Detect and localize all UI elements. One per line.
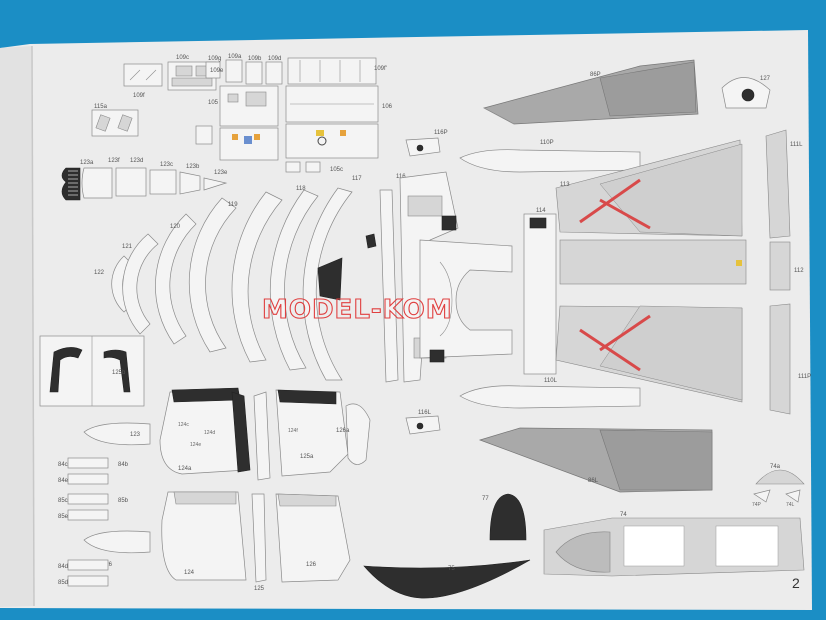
label-85b: 85b — [118, 498, 129, 504]
label-111l: 111L — [790, 142, 803, 148]
booklet-fold — [31, 45, 35, 607]
label-126-frame: 126 — [306, 562, 317, 568]
label-84b: 84b — [118, 462, 129, 468]
label-122: 122 — [94, 270, 105, 276]
label-106: 106 — [382, 104, 393, 110]
label-125: 125 — [254, 586, 265, 592]
label-123: 123 — [130, 432, 141, 438]
label-124f: 124f — [288, 428, 298, 434]
label-110l: 110L — [544, 378, 558, 384]
label-109f: 109f — [133, 93, 145, 99]
label-109f-prime: 109f' — [374, 66, 387, 72]
label-127: 127 — [760, 76, 771, 82]
label-85d: 85d — [58, 580, 68, 586]
label-111p: 111P — [798, 374, 811, 380]
label-124d: 124d — [204, 430, 215, 436]
label-85c: 85c — [58, 498, 68, 504]
label-115a: 115a — [94, 104, 108, 110]
top-left-parts: 109f 109c 109g 109a 109b 109d 109e 109f'… — [91, 54, 393, 173]
page-number: 2 — [792, 575, 800, 591]
label-123e: 123e — [214, 170, 228, 176]
fuselage-ring-parts: 122 121 120 119 118 117 116 — [94, 174, 406, 383]
label-85e: 85e — [58, 514, 69, 520]
label-121: 121 — [122, 244, 133, 250]
label-119: 119 — [228, 202, 238, 208]
label-105c: 105c — [330, 167, 343, 173]
label-84c: 84c — [58, 462, 68, 468]
bottom-parts: 77 75 74 — [363, 493, 805, 599]
label-123f: 123f — [108, 158, 120, 164]
label-113: 113 — [560, 182, 570, 188]
watermark-text: MODEL-KOM — [262, 295, 453, 325]
label-117: 117 — [352, 176, 362, 182]
label-124: 124 — [184, 570, 195, 576]
label-86l: 86L — [588, 478, 599, 484]
label-116: 116 — [396, 174, 406, 180]
label-110p: 110P — [540, 140, 554, 146]
label-84d: 84d — [58, 564, 68, 570]
label-105: 105 — [208, 100, 219, 106]
label-125b: 125b — [112, 370, 126, 376]
label-123c: 123c — [160, 162, 173, 168]
label-116l: 116L — [418, 410, 432, 416]
label-124a: 124a — [178, 466, 192, 472]
wing-parts: 86P 127 116P 110P 113 111L 112 114 — [405, 59, 811, 508]
label-124c: 124c — [178, 422, 189, 428]
nose-parts-123: 123a 123f 123d 123c 123b 123e — [61, 158, 228, 201]
label-74a: 74a — [770, 464, 781, 470]
label-75: 75 — [448, 566, 455, 572]
label-109c: 109c — [176, 55, 189, 61]
label-124e: 124e — [190, 442, 201, 448]
label-116p: 116P — [434, 130, 448, 136]
label-77: 77 — [482, 496, 489, 502]
lower-left-parts: 125b 123 126 84c 84e 85c 85e 84d 85d 84b… — [39, 335, 371, 592]
small-parts-84-85: 84c 84e 85c 85e 84d 85d 84b 85b — [58, 457, 129, 587]
label-74p: 74P — [752, 502, 762, 508]
label-114: 114 — [536, 208, 546, 214]
label-125a: 125a — [300, 454, 314, 460]
label-74: 74 — [620, 512, 627, 518]
label-123a: 123a — [80, 160, 94, 166]
label-112: 112 — [794, 268, 804, 274]
label-109e: 109e — [210, 68, 224, 74]
label-74l: 74L — [786, 502, 795, 508]
label-109a: 109a — [228, 54, 242, 60]
label-123d: 123d — [130, 158, 143, 164]
label-118: 118 — [296, 186, 306, 192]
label-109d: 109d — [268, 56, 281, 62]
booklet-left-page — [0, 46, 34, 607]
label-109g: 109g — [208, 56, 221, 62]
label-84e: 84e — [58, 478, 69, 484]
label-123b: 123b — [186, 164, 200, 170]
label-86p: 86P — [590, 72, 601, 78]
center-fuselage-parts — [399, 171, 544, 383]
label-126a: 126a — [336, 428, 350, 434]
label-109b: 109b — [248, 56, 262, 62]
label-120: 120 — [170, 224, 181, 230]
